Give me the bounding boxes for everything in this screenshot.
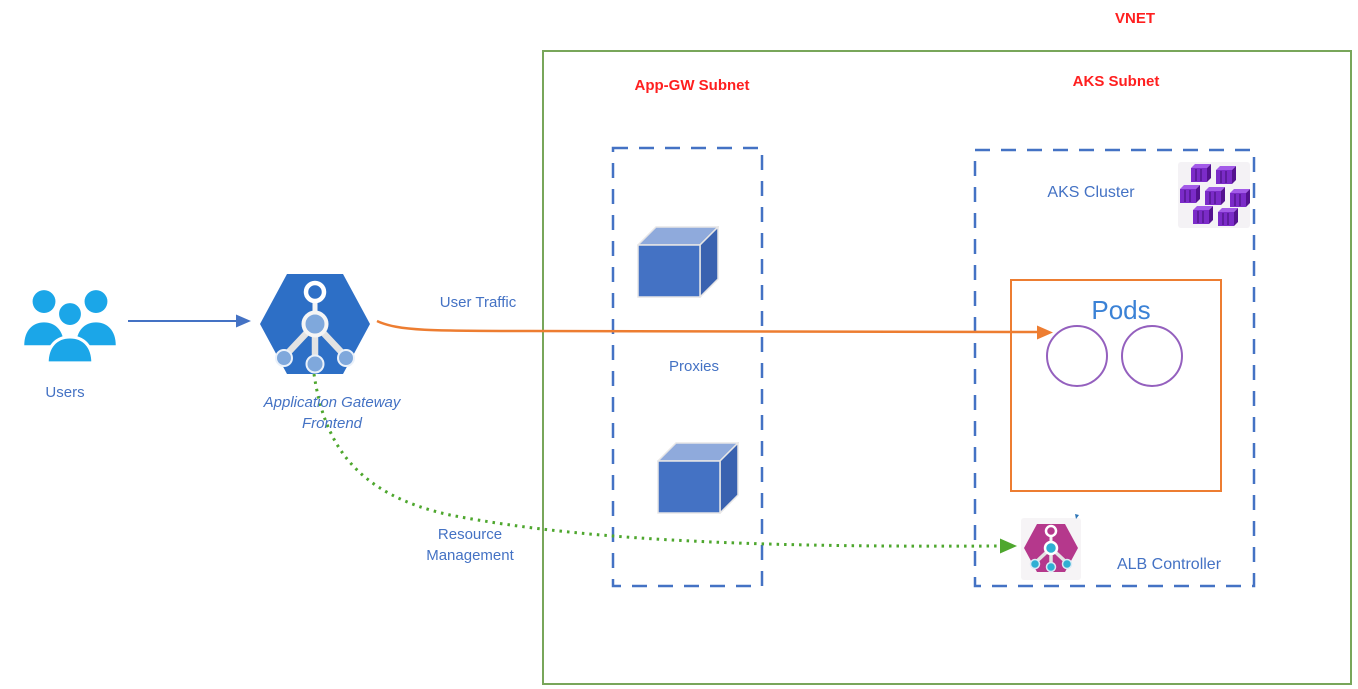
vnet-label: VNET <box>1114 10 1156 27</box>
proxy-cube-icon-2 <box>657 442 739 514</box>
alb-controller-icon <box>1021 514 1081 580</box>
aks-subnet-label: AKS Subnet <box>1072 73 1160 90</box>
application-gateway-label: Application Gateway Frontend <box>263 394 401 432</box>
users-to-gateway-arrow <box>128 314 251 328</box>
aks-cluster-icon <box>1178 162 1250 228</box>
pods-label: Pods <box>1091 295 1151 325</box>
user-traffic-label: User Traffic <box>439 294 517 311</box>
users-label: Users <box>45 384 85 401</box>
alb-controller-label: ALB Controller <box>1116 556 1222 573</box>
aks-cluster-label: AKS Cluster <box>1047 184 1135 201</box>
vnet-boundary-box <box>542 50 1352 685</box>
users-icon <box>24 290 116 365</box>
proxies-label: Proxies <box>668 358 720 375</box>
application-gateway-icon <box>260 274 370 374</box>
appgw-subnet-label: App-GW Subnet <box>634 77 750 94</box>
proxy-cube-icon-1 <box>637 226 719 298</box>
resource-management-label: Resource Management <box>426 526 514 564</box>
